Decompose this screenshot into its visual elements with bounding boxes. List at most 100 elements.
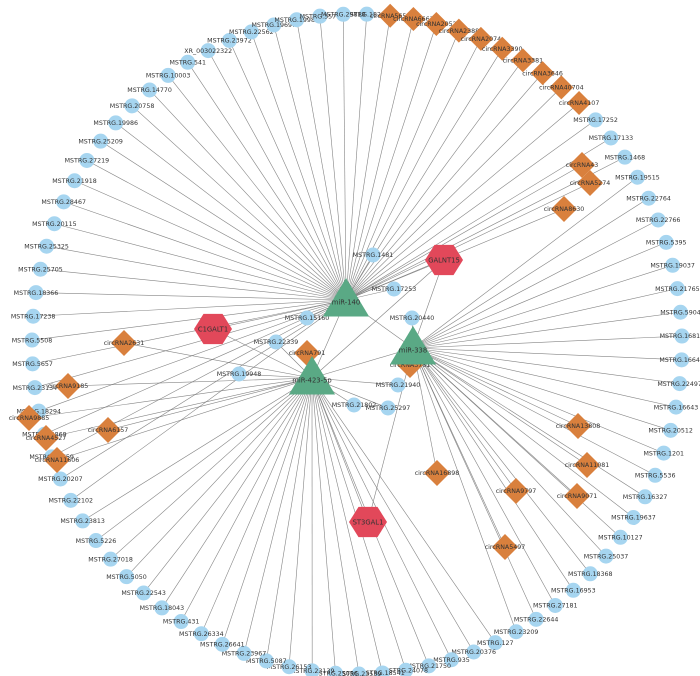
mrna-node-mstrg-21802[interactable] (346, 397, 362, 413)
circrna-node-circrna6157[interactable] (95, 417, 121, 443)
mrna-node-mstrg-23209[interactable] (508, 624, 524, 640)
mrna-node-mstrg-127[interactable] (487, 635, 503, 651)
mrna-node-mstrg-25297[interactable] (380, 400, 396, 416)
mrna-node-mstrg-19697[interactable] (266, 17, 282, 33)
circrna-node-circrna43[interactable] (569, 152, 595, 178)
mrna-node-mstrg-23134[interactable] (27, 380, 43, 396)
mrna-node-mstrg-16953[interactable] (565, 582, 581, 598)
mrna-node-mstrg-19037[interactable] (665, 257, 681, 273)
mrna-node-mstrg-21750[interactable] (421, 658, 437, 674)
mrna-node-mstrg-23972[interactable] (221, 32, 237, 48)
circrna-node-circrna6663[interactable] (401, 7, 426, 32)
circrna-node-circrna9885[interactable] (16, 405, 42, 431)
mrna-node-mstrg-18368[interactable] (582, 566, 598, 582)
mrna-node-mstrg-14770[interactable] (142, 82, 158, 98)
mrna-node-mstrg-19515[interactable] (629, 169, 645, 185)
mrna-node-mstrg-541[interactable] (180, 54, 196, 70)
mrna-node-mstrg-22497[interactable] (672, 376, 688, 392)
mrna-node-mstrg-25209[interactable] (93, 133, 109, 149)
mirna-node-mir-423-5p[interactable] (288, 356, 336, 395)
mrna-node-mstrg-27018[interactable] (103, 551, 119, 567)
mrna-node-mstrg-16643[interactable] (668, 399, 684, 415)
mrna-node-mstrg-5226[interactable] (88, 533, 104, 549)
mrna-node-mstrg-22764[interactable] (641, 190, 657, 206)
mrna-node-mstrg-17252[interactable] (588, 112, 604, 128)
mrna-node-mstrg-26334[interactable] (193, 626, 209, 642)
mrna-node-mstrg-21765[interactable] (669, 281, 685, 297)
mrna-node-mstrg-19986[interactable] (108, 115, 124, 131)
mrna-node-mstrg-27181[interactable] (547, 597, 563, 613)
mrna-node-mstrg-17253[interactable] (386, 281, 402, 297)
mrna-node-mstrg-26153[interactable] (281, 659, 297, 675)
mrna-node-mstrg-5395[interactable] (658, 234, 674, 250)
mrna-node-mstrg-15160[interactable] (299, 310, 315, 326)
mrna-node-mstrg-1201[interactable] (656, 445, 672, 461)
mrna-node-mstrg-26641[interactable] (214, 636, 230, 652)
circrna-node-circrna11081[interactable] (574, 452, 600, 478)
mrna-node-mstrg-22339[interactable] (268, 334, 284, 350)
mrna-node-mstrg-23813[interactable] (75, 513, 91, 529)
mrna-node-mstrg-20376[interactable] (466, 644, 482, 660)
mrna-node-mstrg-25037[interactable] (598, 548, 614, 564)
mrna-node-mstrg-19948[interactable] (231, 366, 247, 382)
mrna-node-mstrg-935[interactable] (443, 652, 459, 668)
mrna-node-mstrg-20758[interactable] (124, 98, 140, 114)
circrna-node-circrna2388[interactable] (446, 18, 471, 43)
mrna-node-mstrg-22543[interactable] (136, 585, 152, 601)
circrna-node-circrna9185[interactable] (55, 373, 81, 399)
mrna-node-mstrg-5508[interactable] (24, 332, 40, 348)
circrna-node-circrna4107[interactable] (567, 91, 592, 116)
mrna-node-mstrg-431[interactable] (173, 614, 189, 630)
mrna-node-mstrg-17133[interactable] (603, 130, 619, 146)
mrna-node-mstrg-27219[interactable] (79, 152, 95, 168)
circrna-node-circrna5654[interactable] (378, 3, 403, 28)
mrna-node-mstrg-19987[interactable] (289, 12, 305, 28)
mrna-node-mstrg-22102[interactable] (63, 492, 79, 508)
circrna-node-circrna2631[interactable] (111, 330, 137, 356)
mrna-node-mstrg-17238[interactable] (25, 308, 41, 324)
circrna-node-circrna40704[interactable] (549, 75, 574, 100)
mrna-node-mstrg-25325[interactable] (39, 238, 55, 254)
mrna-node-mstrg-5050[interactable] (119, 569, 135, 585)
mrna-node-mstrg-16812[interactable] (674, 328, 690, 344)
circrna-node-circrna9797[interactable] (503, 478, 529, 504)
mrna-node-mstrg-20512[interactable] (663, 422, 679, 438)
circrna-node-circrna4527[interactable] (33, 425, 59, 451)
mrna-node-mstrg-25705[interactable] (32, 261, 48, 277)
mrna-node-mstrg-28467[interactable] (56, 194, 72, 210)
mrna-node-mstrg-21918[interactable] (67, 173, 83, 189)
circrna-node-circrna3646[interactable] (530, 61, 555, 86)
circrna-node-circrna16898[interactable] (424, 460, 450, 486)
mrna-node-mstrg-23967[interactable] (236, 645, 252, 661)
mrna-node-mstrg-20207[interactable] (52, 471, 68, 487)
mirna-node-mir-140[interactable] (322, 278, 370, 317)
circrna-node-circrna9071[interactable] (564, 483, 590, 509)
mrna-node-mstrg-16327[interactable] (637, 489, 653, 505)
mrna-node-mstrg-10127[interactable] (612, 529, 628, 545)
mrna-node-xr-003022322[interactable] (200, 43, 216, 59)
target-gene-node-galnt15[interactable] (425, 244, 463, 276)
mrna-node-mstrg-22766[interactable] (650, 212, 666, 228)
circrna-node-circrna13808[interactable] (565, 413, 591, 439)
circrna-node-circrna2074[interactable] (468, 26, 493, 51)
circrna-node-circrna8630[interactable] (551, 196, 577, 222)
circrna-node-circrna3381[interactable] (510, 48, 535, 73)
mrna-node-mstrg-5536[interactable] (647, 467, 663, 483)
mrna-node-mstrg-5657[interactable] (25, 356, 41, 372)
mrna-node-mstrg-16642[interactable] (674, 352, 690, 368)
mrna-node-mstrg-18239[interactable] (359, 6, 375, 22)
mrna-node-mstrg-5904[interactable] (672, 304, 688, 320)
circrna-node-circrna2052[interactable] (424, 11, 449, 36)
mrna-node-mstrg-20440[interactable] (404, 310, 420, 326)
mirna-node-mir-338[interactable] (389, 326, 437, 365)
mrna-node-mstrg-5087[interactable] (258, 653, 274, 669)
circrna-node-circrna5497[interactable] (492, 534, 518, 560)
circrna-node-circrna11606[interactable] (44, 447, 70, 473)
circrna-node-circrna3390[interactable] (490, 36, 515, 61)
mrna-node-mstrg-22644[interactable] (528, 611, 544, 627)
mrna-node-mstrg-22562[interactable] (243, 24, 259, 40)
mrna-node-mstrg-1468[interactable] (617, 149, 633, 165)
mrna-node-mstrg-1481[interactable] (365, 247, 381, 263)
mrna-node-mstrg-10003[interactable] (160, 67, 176, 83)
target-gene-node-st3gal1[interactable] (349, 506, 387, 538)
